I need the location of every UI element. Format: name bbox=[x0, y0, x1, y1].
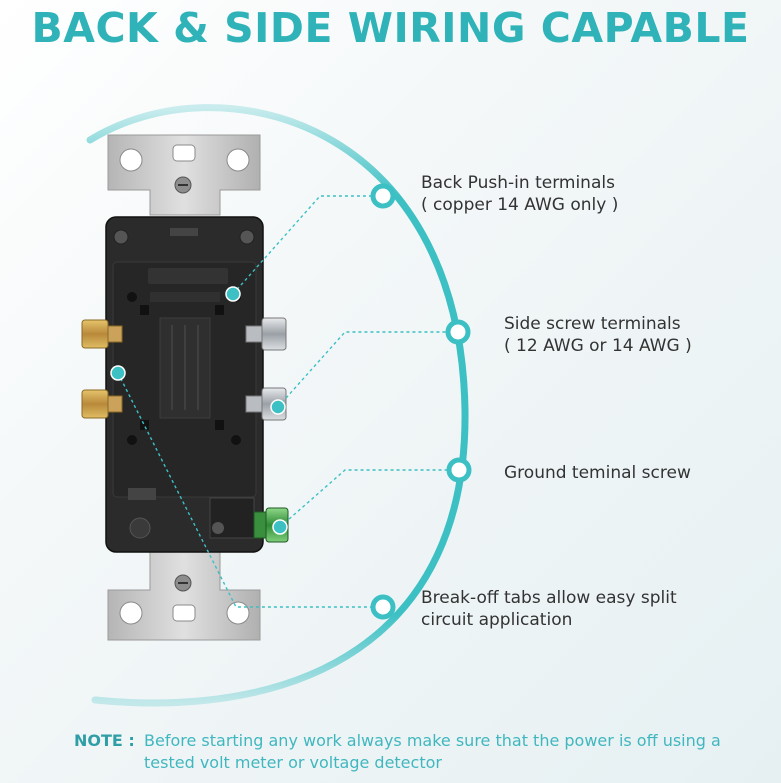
callout-ground-screw: Ground teminal screw bbox=[504, 462, 691, 484]
marker-dot-side-screw bbox=[270, 399, 286, 415]
arc-node-side-screw bbox=[445, 319, 471, 345]
callout-back-push-in-line1: Back Push-in terminals bbox=[421, 173, 615, 193]
arc-node-back-push-in bbox=[370, 183, 396, 209]
arc-node-ground-screw bbox=[446, 457, 472, 483]
marker-dot-break-off bbox=[110, 365, 126, 381]
leader-break-off-a bbox=[117, 372, 383, 608]
outlet-body bbox=[105, 216, 264, 553]
brass-screw-top bbox=[81, 319, 123, 349]
note-label: NOTE : bbox=[74, 731, 135, 750]
callout-break-off-tabs-line2: circuit application bbox=[421, 610, 573, 630]
page-title: BACK & SIDE WIRING CAPABLE bbox=[31, 4, 750, 52]
marker-dot-ground bbox=[272, 519, 288, 535]
callout-side-screw: Side screw terminals ( 12 AWG or 14 AWG … bbox=[504, 313, 692, 357]
note-text: Before starting any work always make sur… bbox=[144, 731, 721, 772]
silver-screw-top bbox=[245, 317, 287, 351]
outlet-illustration bbox=[81, 134, 289, 641]
teal-arc bbox=[86, 104, 469, 707]
leader-ground-screw bbox=[279, 469, 459, 528]
brass-screw-bottom bbox=[81, 389, 123, 419]
callout-break-off-tabs-line1: Break-off tabs allow easy split bbox=[421, 588, 677, 608]
bottom-mounting-strap bbox=[107, 544, 261, 641]
callout-back-push-in-line2: ( copper 14 AWG only ) bbox=[421, 195, 619, 215]
arc-node-break-off bbox=[370, 594, 396, 620]
marker-dot-push-in bbox=[225, 286, 241, 302]
leader-side-screw bbox=[277, 331, 458, 408]
leader-back-push-in bbox=[232, 195, 383, 295]
callout-side-screw-line1: Side screw terminals bbox=[504, 314, 681, 334]
callout-ground-screw-line1: Ground teminal screw bbox=[504, 463, 691, 483]
top-mounting-strap bbox=[107, 134, 261, 216]
callout-side-screw-line2: ( 12 AWG or 14 AWG ) bbox=[504, 336, 692, 356]
callout-back-push-in: Back Push-in terminals ( copper 14 AWG o… bbox=[421, 172, 618, 216]
callout-break-off-tabs: Break-off tabs allow easy split circuit … bbox=[421, 587, 677, 631]
